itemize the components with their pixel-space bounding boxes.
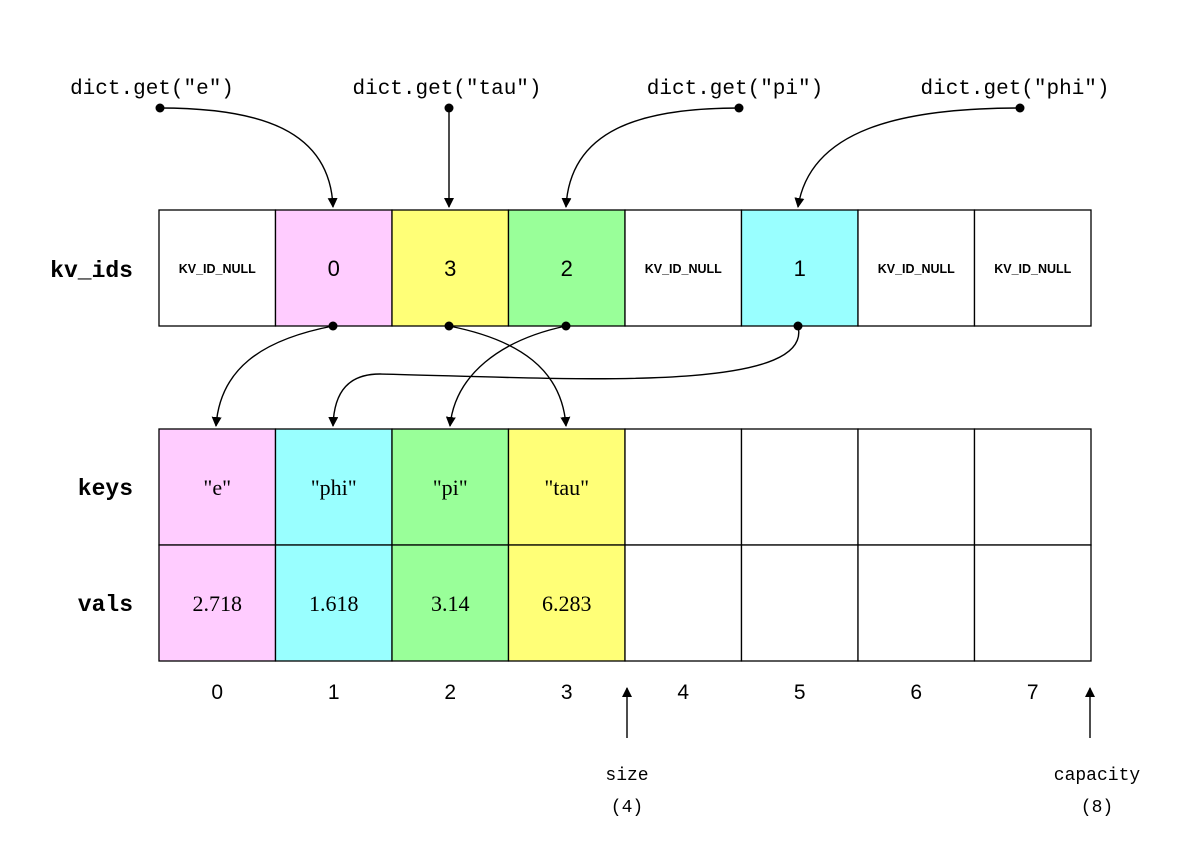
kv-ids-value: KV_ID_NULL [179,262,256,276]
keys-cell [973,428,1092,546]
capacity-label: capacity [1054,766,1141,786]
vals-cell [740,544,859,662]
call-arrow-phi [794,107,1021,208]
val-value: 6.283 [542,591,592,616]
index-label: 3 [561,681,573,704]
capacity-value: (8) [1081,798,1113,818]
size-marker: size (4) [605,687,649,818]
val-value: 1.618 [309,591,359,616]
kv-ids-cell [391,209,510,327]
index-arrows [211,321,803,427]
call-label-phi: dict.get("phi") [920,78,1109,101]
keys-cell [158,428,277,546]
index-label: 6 [910,681,922,704]
kv-ids-value: 2 [561,256,573,281]
call-label-tau: dict.get("tau") [352,78,541,101]
call-label-pi: dict.get("pi") [647,78,823,101]
vals-cell [507,544,626,662]
vals-cell [158,544,277,662]
index-label: 2 [444,681,456,704]
vals-cell [624,544,743,662]
kv-ids-cell [973,209,1092,327]
kv-ids-value: KV_ID_NULL [994,262,1071,276]
row-label-keys: keys [78,476,133,502]
key-value: "e" [203,475,231,500]
kv-ids-value: KV_ID_NULL [878,262,955,276]
key-value: "pi" [433,475,468,500]
vals-cell [857,544,976,662]
capacity-marker: capacity (8) [1054,687,1141,818]
call-arrow-pi [561,107,740,208]
index-labels: 0 1 2 3 4 5 6 7 [211,681,1038,704]
vals-cell [391,544,510,662]
index-label: 0 [211,681,223,704]
val-value: 2.718 [193,591,243,616]
vals-cell [274,544,393,662]
vals-row: 2.718 1.618 3.14 6.283 [158,544,1092,662]
row-label-kv-ids: kv_ids [50,258,133,284]
index-label: 7 [1027,681,1039,704]
kv-ids-value: 3 [444,256,456,281]
keys-cell [274,428,393,546]
key-value: "tau" [544,475,589,500]
kv-ids-cell [274,209,393,327]
keys-row: "e" "phi" "pi" "tau" [158,428,1092,546]
kv-ids-cell [624,209,743,327]
keys-cell [857,428,976,546]
call-arrows [155,103,1025,208]
index-arrow-0 [211,325,334,427]
size-value: (4) [611,798,643,818]
kv-ids-value: KV_ID_NULL [645,262,722,276]
index-arrow-3 [448,325,571,427]
kv-ids-cell [857,209,976,327]
kv-ids-value: 0 [328,256,340,281]
keys-cell [391,428,510,546]
index-arrow-2 [445,325,567,427]
kv-ids-value: 1 [794,256,806,281]
call-label-e: dict.get("e") [70,78,234,101]
keys-cell [624,428,743,546]
index-label: 4 [677,681,689,704]
call-arrow-e [159,107,338,208]
index-arrow-1 [328,325,800,427]
index-label: 5 [794,681,806,704]
row-label-vals: vals [78,592,133,618]
keys-cell [740,428,859,546]
size-label: size [605,766,648,786]
kv-ids-row: KV_ID_NULL 0 3 2 KV_ID_NULL 1 KV_ID_NULL… [158,209,1092,327]
kv-ids-cell [507,209,626,327]
val-value: 3.14 [431,591,470,616]
key-value: "phi" [311,475,357,500]
index-label: 1 [328,681,340,704]
vals-cell [973,544,1092,662]
